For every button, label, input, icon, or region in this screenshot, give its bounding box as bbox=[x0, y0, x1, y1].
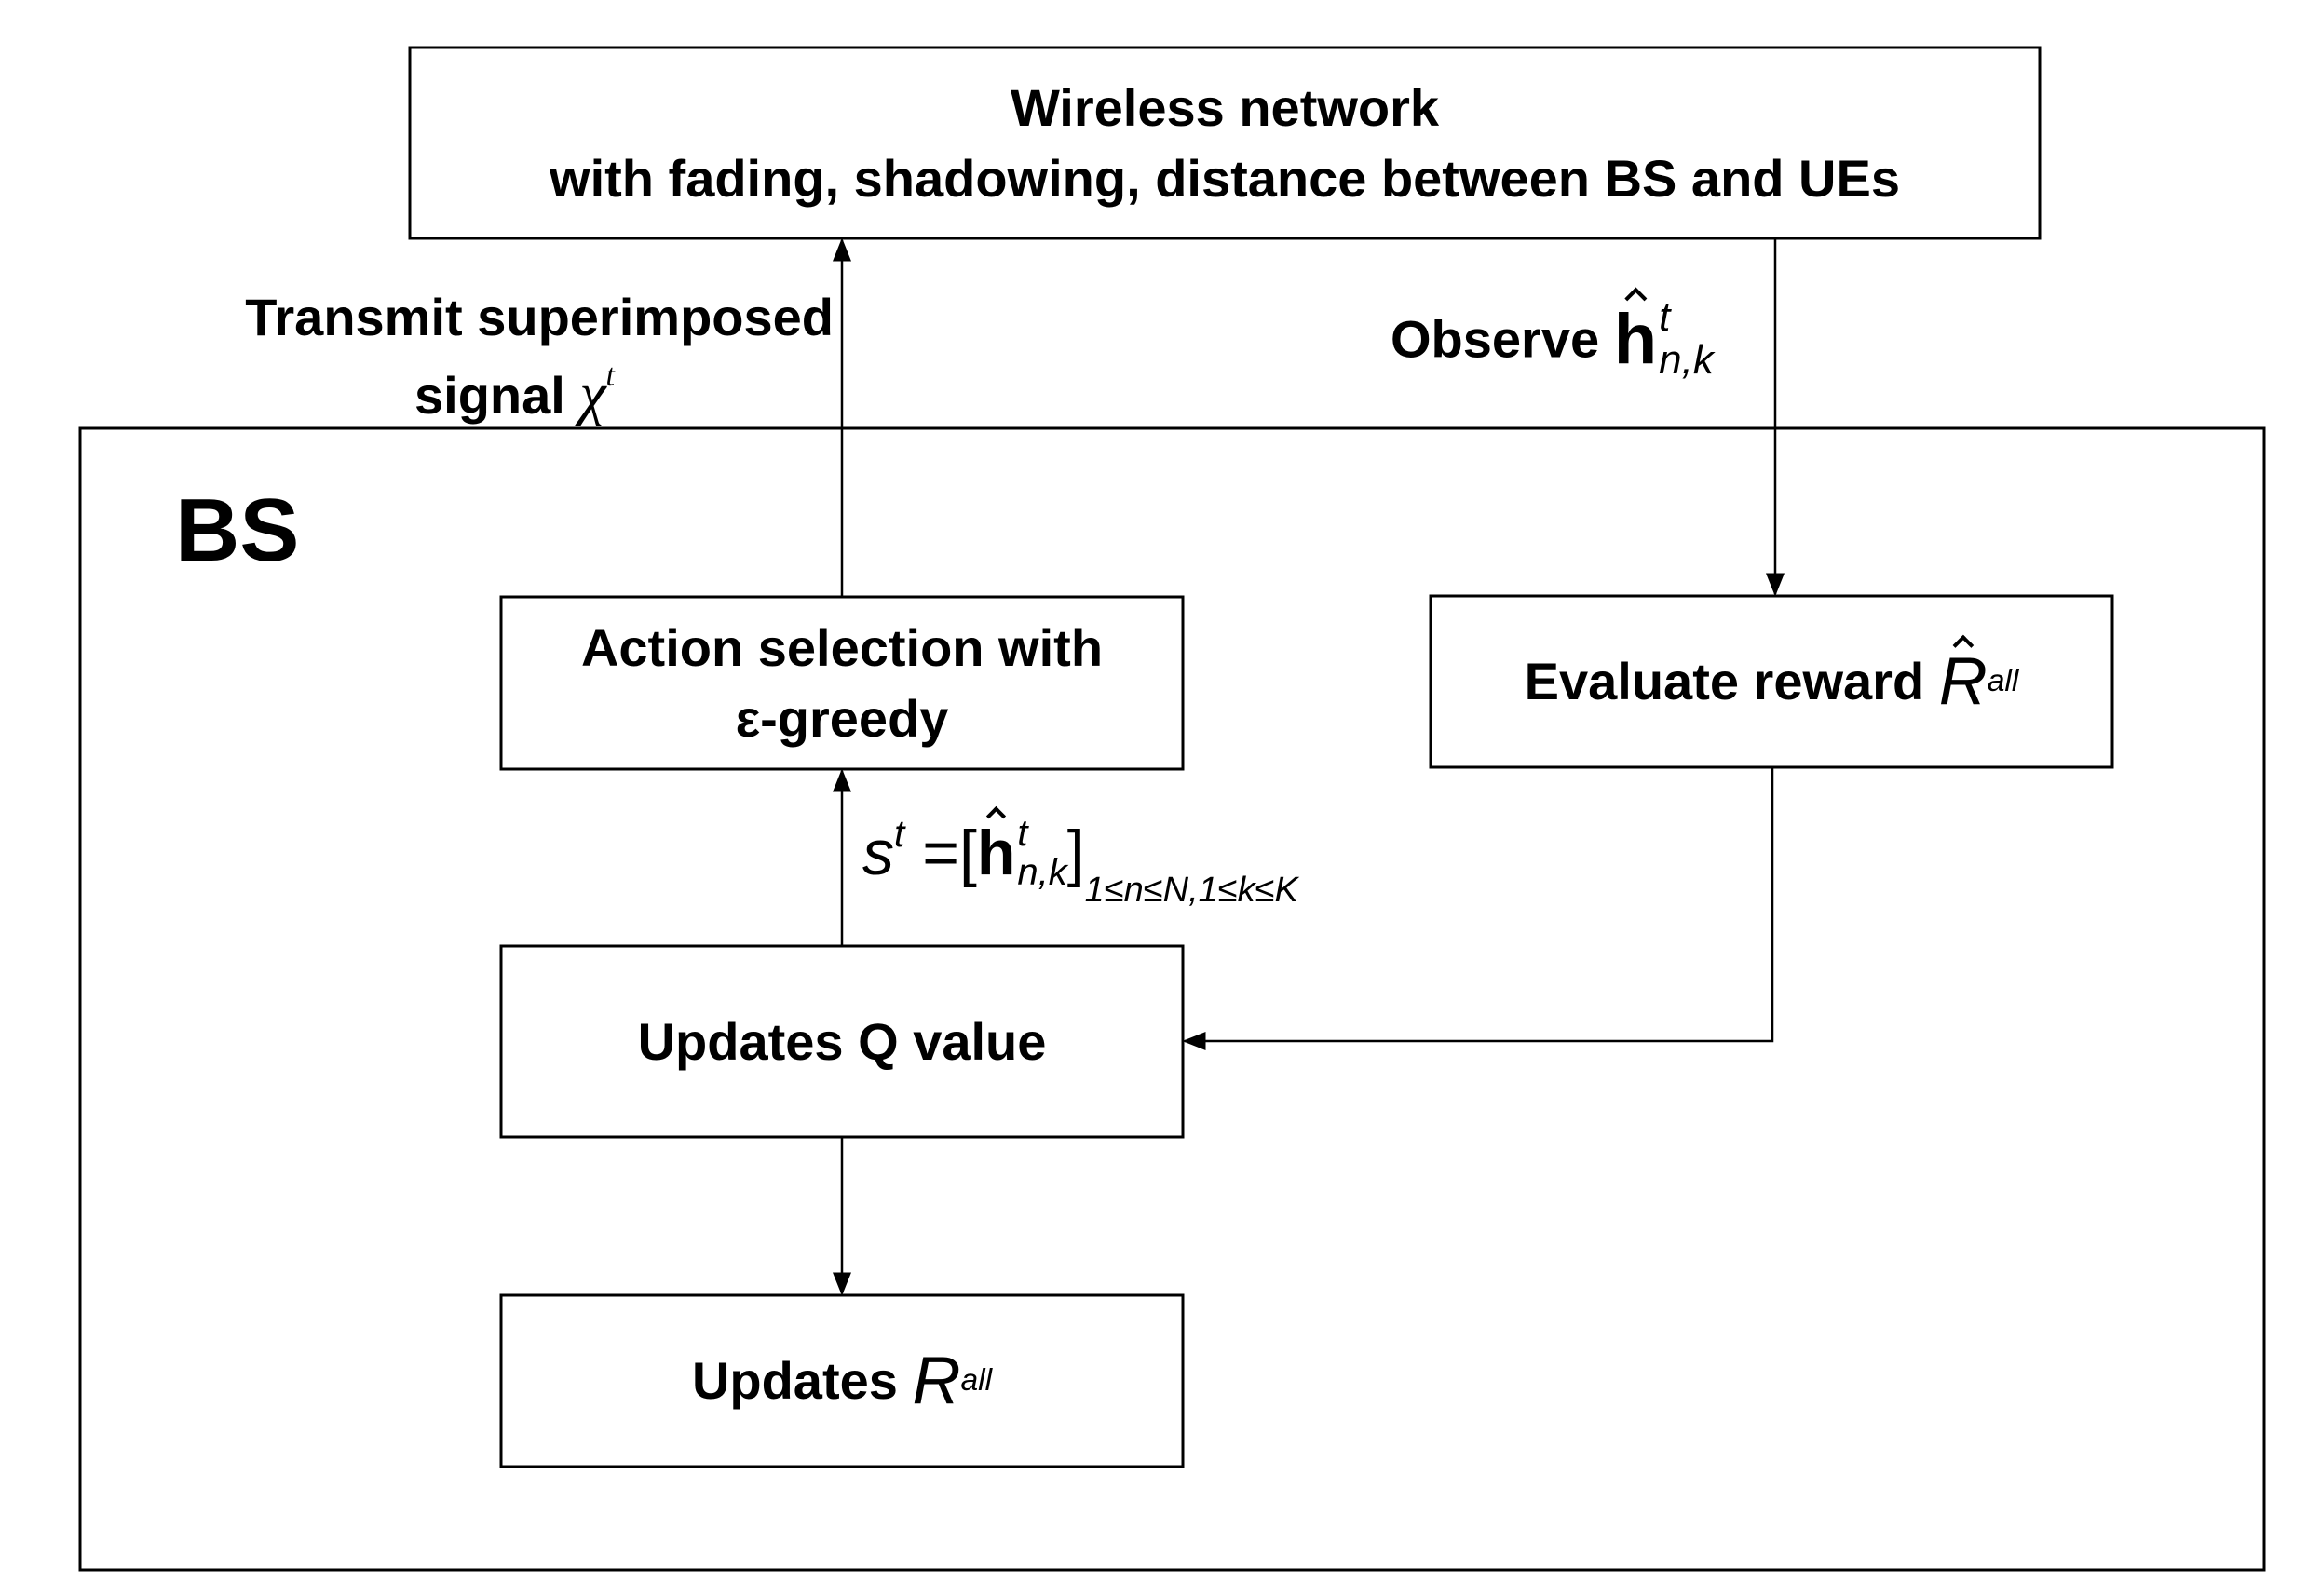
action-box: Action selection with ε-greedy bbox=[501, 597, 1183, 769]
r-sup: all bbox=[960, 1363, 993, 1399]
evaluate-text: Evaluate reward bbox=[1524, 652, 1925, 710]
h-hat-symbol: h bbox=[976, 818, 1016, 889]
s-symbol: s bbox=[862, 818, 894, 889]
observe-text: Observe bbox=[1391, 309, 1600, 369]
x-symbol: χ bbox=[579, 360, 606, 426]
q-box: Updates Q value bbox=[501, 946, 1183, 1137]
s-sup: t bbox=[894, 812, 905, 856]
bs-box-frame bbox=[78, 426, 2266, 1572]
equals-bracket: =[ bbox=[922, 818, 977, 889]
signal-text: signal bbox=[414, 366, 565, 425]
h-sup: t bbox=[1017, 813, 1028, 855]
r-symbol: R bbox=[912, 1344, 961, 1418]
network-subtitle: with fading, shadowing, distance between… bbox=[550, 148, 1900, 208]
network-title: Wireless network bbox=[1010, 77, 1440, 137]
transmit-line2: signal χt bbox=[163, 356, 834, 434]
network-box-frame bbox=[408, 46, 2042, 240]
index-range: 1≤n≤N,1≤k≤K bbox=[1084, 871, 1298, 911]
action-line1: Action selection with bbox=[580, 617, 1104, 677]
x-sup: t bbox=[605, 358, 615, 393]
r-hat-symbol: R bbox=[1938, 644, 1988, 719]
bs-label: BS bbox=[175, 480, 300, 580]
arrow-evaluate-to-q bbox=[1182, 767, 1774, 1050]
h-hat-symbol: h bbox=[1613, 299, 1658, 379]
h-sup: t bbox=[1659, 294, 1671, 340]
h-sub: n,k bbox=[1659, 337, 1714, 384]
r-text: Updates bbox=[691, 1351, 898, 1410]
q-text: Updates Q value bbox=[637, 1011, 1047, 1071]
network-box: Wireless network with fading, shadowing,… bbox=[410, 47, 2040, 238]
action-line2: ε-greedy bbox=[735, 688, 949, 748]
transmit-line1: Transmit superimposed bbox=[245, 288, 834, 346]
close-bracket: ] bbox=[1066, 818, 1085, 889]
h-sub: n,k bbox=[1017, 852, 1067, 894]
r-hat-sup: all bbox=[1987, 664, 2019, 699]
transmit-label: Transmit superimposed signal χt bbox=[163, 279, 834, 434]
